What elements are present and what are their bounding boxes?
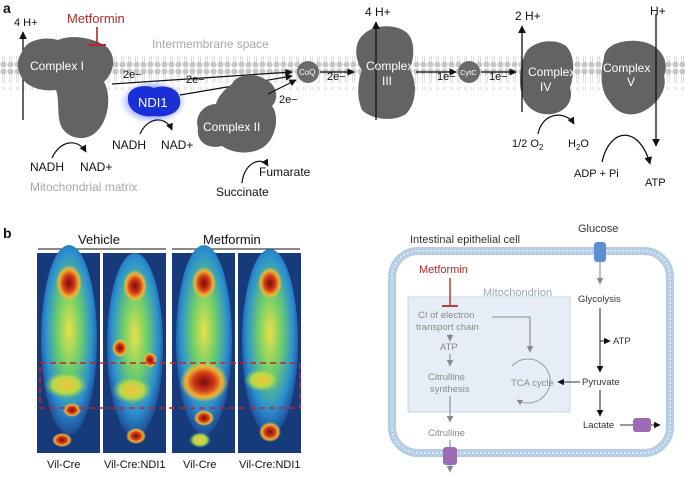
nad-ndi1: NAD+ <box>161 138 193 152</box>
citrulline-synthesis-1: Citrulline <box>428 372 465 383</box>
panel-a-letter: a <box>3 0 11 16</box>
complex5-label-2: V <box>627 75 635 89</box>
panel-b-letter: b <box>3 225 12 241</box>
complex1-electrons: 2e− <box>123 69 142 81</box>
pet-scan-4 <box>238 249 301 453</box>
scan-label-4: Vil-Cre:NDI1 <box>239 459 301 471</box>
cell-membrane-inner <box>391 250 671 454</box>
nad-c1: NAD+ <box>80 160 112 174</box>
matrix-label: Mitochondrial matrix <box>30 180 137 194</box>
complex4-label-2: IV <box>540 80 551 94</box>
atp-label-a: ATP <box>645 177 666 189</box>
coq-label: CoQ <box>299 68 315 77</box>
complex3-label-1: Complex <box>366 59 413 73</box>
cytc-label: CytC <box>460 68 477 77</box>
complex2-shape <box>197 75 277 153</box>
complex3-protons: 4 H+ <box>365 5 391 19</box>
complex2-label: Complex II <box>203 120 260 134</box>
coq-electrons: 2e− <box>327 71 346 83</box>
scan-label-1: Vil-Cre <box>47 459 80 471</box>
pet-scan-3 <box>172 245 235 453</box>
complex5-label-1: Complex <box>603 61 650 75</box>
glucose-label: Glucose <box>578 223 618 235</box>
citrulline-transporter <box>443 447 457 465</box>
citrulline-synthesis-2: synthesis <box>430 384 470 395</box>
lactate-label: Lactate <box>583 420 614 431</box>
nadh-ndi1: NADH <box>112 138 146 152</box>
ndi1-label: NDI1 <box>138 95 168 110</box>
scan-label-2: Vil-Cre:NDI1 <box>104 459 166 471</box>
citrulline-label: Citrulline <box>428 428 465 439</box>
cytc-circle <box>458 61 480 83</box>
mito-label: Mitochondrion <box>483 287 552 299</box>
complex4-shape <box>519 41 574 115</box>
scan-label-3: Vil-Cre <box>183 459 216 471</box>
cytc-electrons: 1e− <box>489 71 508 83</box>
roi-dashed-box <box>39 362 301 409</box>
adp-label: ADP + Pi <box>574 168 619 180</box>
complex4-protons: 2 H+ <box>515 9 541 23</box>
intermembrane-label: Intermembrane space <box>152 37 269 51</box>
complex1-protons: 4 H+ <box>14 17 38 29</box>
complex3-label-2: III <box>382 74 392 88</box>
complex2-electrons: 2e− <box>279 94 298 106</box>
ci-label-2: transport chain <box>416 322 479 333</box>
complex4-label-1: Complex <box>528 65 575 79</box>
oxygen-arrow <box>537 114 575 135</box>
lactate-transporter <box>633 418 651 432</box>
oxygen-label: 1/2 O2 <box>512 138 544 152</box>
water-label: H2O <box>568 138 589 152</box>
complex3-electrons: 1e− <box>437 71 456 83</box>
pyruvate-label: Pyruvate <box>582 377 620 388</box>
nadh-c1-arrow <box>51 142 87 159</box>
glucose-transporter <box>594 242 606 262</box>
nadh-ndi1-arrow <box>139 119 173 135</box>
complex3-shape <box>356 26 415 119</box>
ci-to-tca-arrow <box>492 316 534 353</box>
vehicle-label: Vehicle <box>78 232 120 247</box>
metformin-label-a: Metformin <box>67 11 125 26</box>
c2-to-coq-arrow <box>267 79 297 95</box>
atp-synth-arrow <box>601 134 652 165</box>
atp-cyto: ATP <box>613 336 631 347</box>
tca-cycle-circle <box>511 358 551 406</box>
complex1-shape <box>17 37 114 139</box>
metformin-label-cell: Metformin <box>419 264 468 276</box>
nadh-c1: NADH <box>30 160 64 174</box>
mitochondrion <box>407 296 571 413</box>
ndi1-electrons: 2e− <box>186 74 205 86</box>
cell-title: Intestinal epithelial cell <box>410 234 520 246</box>
tca-label: TCA cycle <box>511 378 554 389</box>
ndi1-shape <box>127 86 181 117</box>
complex1-label: Complex I <box>30 59 84 73</box>
metformin-label-b: Metformin <box>203 232 261 247</box>
complex5-shape <box>601 40 666 115</box>
pet-scan-1 <box>37 245 100 453</box>
atp-mito: ATP <box>440 342 458 353</box>
succinate: Succinate <box>216 185 269 199</box>
ci-label-1: CI of electron <box>418 310 475 321</box>
pet-scan-2 <box>103 253 166 453</box>
fumarate: Fumarate <box>259 165 311 179</box>
complex5-protons: H+ <box>650 4 666 18</box>
coq-circle <box>297 61 319 83</box>
succinate-arrow <box>241 158 269 184</box>
glycolysis-label: Glycolysis <box>578 294 621 305</box>
